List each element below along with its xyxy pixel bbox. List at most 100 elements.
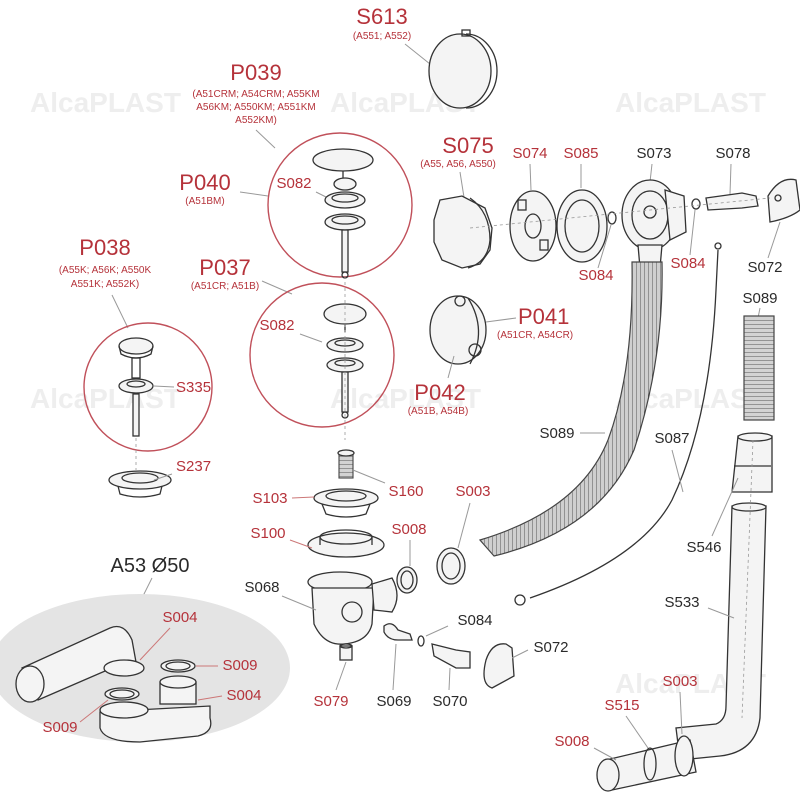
inset-title: A53 Ø50 [111,555,190,577]
part-s160[interactable]: S160 [337,449,424,500]
leader-line [79,699,109,723]
watermark: AlcaPLAST [615,87,766,118]
leader-line [511,649,529,659]
part-s100[interactable]: S100 [250,525,385,558]
leader-line [707,607,735,619]
models-p041: (A51CR, A54CR) [497,330,573,341]
cap-rim [465,33,498,109]
leader-line [625,715,649,749]
leader-line [239,191,269,197]
label-s085: S085 [563,145,598,162]
part-s070[interactable]: S070 [431,643,471,710]
label-p039: P039 [230,60,281,85]
label-s100: S100 [250,525,285,542]
leader-line [447,355,455,379]
part-s237[interactable]: S237 [108,458,211,498]
part-s075[interactable]: S075 (A55, A56, A550) [420,133,496,269]
part-s072-mid[interactable]: S072 [483,639,569,689]
assembly-p038[interactable]: P038 (A55K; A56K; A550K A551K; A552K) S3… [59,235,213,470]
leader-line [448,667,451,691]
leader-line [679,691,683,735]
label-p037: P037 [199,255,250,280]
overflow-cap-shape [428,33,492,109]
label-s237: S237 [176,458,211,475]
models-p042: (A51B, A54B) [408,406,469,417]
assembly-p039[interactable]: P039 (A51CRM; A54CRM; A55KM A56KM; A550K… [179,60,413,279]
part-bottom-connector[interactable]: S003 S515 S008 [554,673,698,792]
part-s533[interactable]: S533 [664,439,767,761]
label-s613: S613 [356,4,407,29]
models-p039-line2: A56KM; A550KM; A551KM [196,102,316,113]
part-s078[interactable]: S078 [705,145,759,211]
label-s103: S103 [252,490,287,507]
leader-line [289,539,313,549]
leader-line [153,385,175,388]
models-p039-line1: (A51CRM; A54CRM; A55KM [192,89,319,100]
part-s084-left[interactable]: S084 [578,211,617,284]
part-s074[interactable]: S074 [509,145,557,262]
label-s075: S075 [442,133,493,158]
leader-line [352,469,386,484]
label-s082-top: S082 [276,175,311,192]
label-s004-right: S004 [226,687,261,704]
part-s613[interactable]: S613 (A551; A552) [353,4,498,109]
part-s103[interactable]: S103 [252,488,379,518]
models-p039-line3: A552KM) [235,115,277,126]
label-s003-bottom: S003 [662,673,697,690]
part-s087[interactable]: S087 [514,242,722,606]
inset-a53[interactable]: A53 Ø50 S004 S009 S004 S009 [0,555,290,743]
watermark: AlcaPLAST [30,383,181,414]
models-p037: (A51CR; A51B) [191,281,259,292]
part-s003-mid[interactable]: S003 [436,483,491,585]
leader-line [335,661,347,691]
part-p041-p042[interactable]: P041 (A51CR, A54CR) P042 (A51B, A54B) [408,295,573,417]
leader-line [299,333,323,343]
label-s068: S068 [244,579,279,596]
models-s613: (A551; A552) [353,31,411,42]
part-s089-hose[interactable]: S089 [478,261,663,557]
leader-line [485,317,517,323]
label-s008-mid: S008 [391,521,426,538]
part-s084-right[interactable]: S084 [670,198,706,272]
label-s009-right: S009 [222,657,257,674]
label-s072-top: S072 [747,259,782,276]
leader-line [593,747,617,761]
label-s089-right: S089 [742,290,777,307]
leader-line [255,129,276,149]
label-s082-bottom: S082 [259,317,294,334]
part-s072-top[interactable]: S072 [747,178,800,276]
part-s069[interactable]: S069 [376,623,413,710]
inset-background [0,594,290,742]
part-s085[interactable]: S085 [556,145,608,263]
leader-line [649,163,653,183]
label-p038: P038 [79,235,130,260]
label-s087: S087 [654,430,689,447]
leader-line [139,627,171,661]
label-s084-mid: S084 [457,612,492,629]
label-s533: S533 [664,594,699,611]
models-p038-line1: (A55K; A56K; A550K [59,265,152,276]
leader-line [729,163,732,195]
part-s068[interactable]: S068 [244,571,398,645]
leader-line [153,473,173,481]
part-s089-right[interactable]: S089 [742,290,778,421]
label-s160: S160 [388,483,423,500]
label-s008-bottom: S008 [554,733,589,750]
label-s004-top: S004 [162,609,197,626]
part-s084-mid[interactable]: S084 [417,612,493,647]
models-p038-line2: A551K; A552K) [71,279,139,290]
label-s074: S074 [512,145,547,162]
leader-line [197,695,223,701]
leader-line [111,294,129,329]
leader-line [529,163,532,191]
leader-line [597,224,612,269]
leader-line [457,502,471,549]
part-s008-mid[interactable]: S008 [391,521,427,594]
label-s084-left: S084 [578,267,613,284]
part-s079[interactable]: S079 [313,643,353,710]
label-s072-mid: S072 [533,639,568,656]
part-s546[interactable]: S546 [686,432,773,556]
part-s073[interactable]: S073 [621,145,687,269]
leader-line [689,209,696,256]
